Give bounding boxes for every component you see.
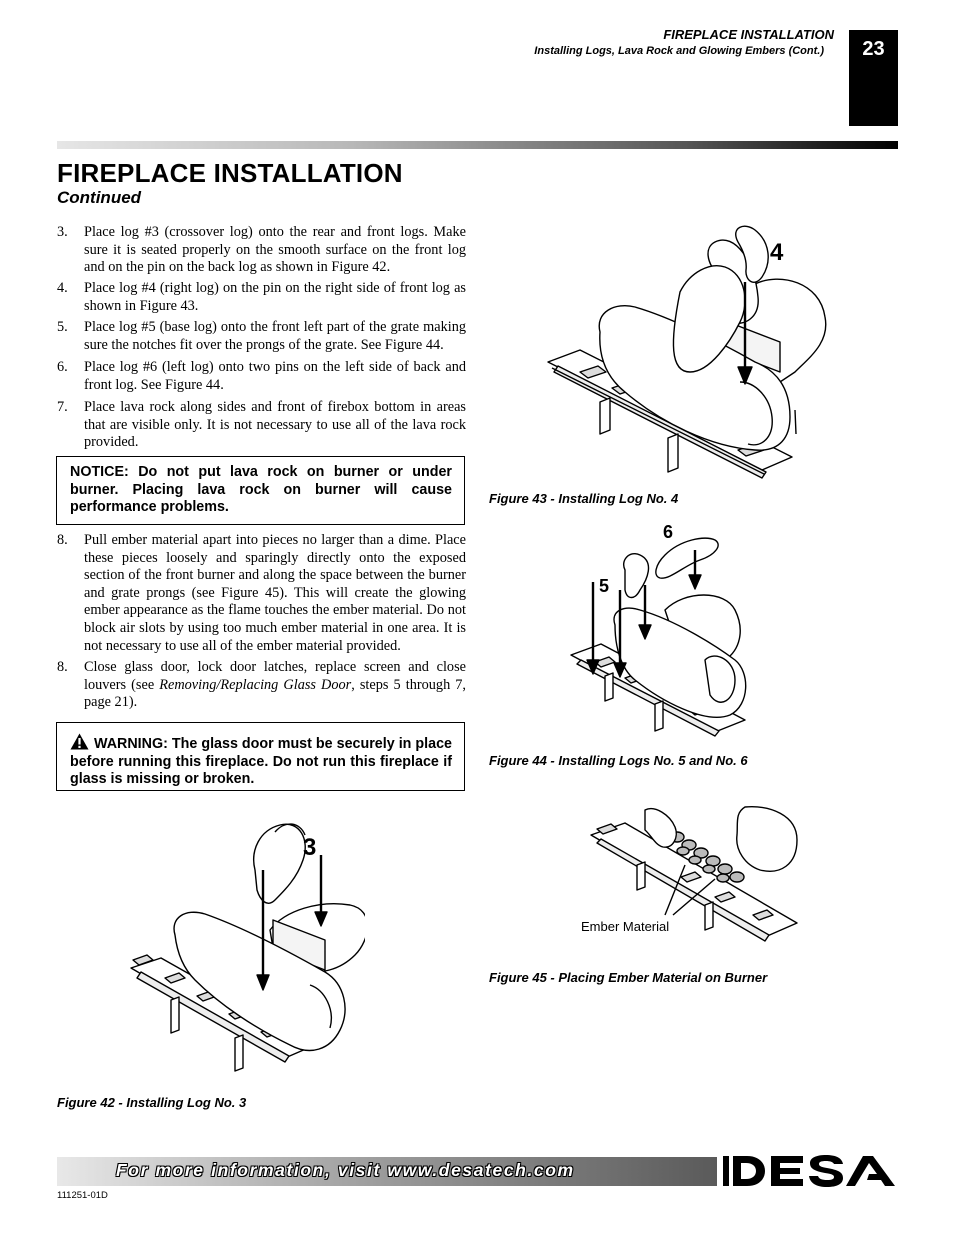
placement-arrows [256, 855, 328, 991]
pointer-lines [664, 864, 716, 916]
step-number: 4. [57, 280, 68, 296]
log-number-4: 4 [770, 239, 784, 266]
step-number: 7. [57, 399, 68, 415]
step-number: 6. [57, 359, 68, 375]
figure-43-illustration: 4 [547, 225, 827, 479]
step-text-reference: Removing/Replacing Glass Door [159, 676, 352, 693]
step-7: 7. Place lava rock along sides and front… [57, 399, 466, 452]
page-subtitle: Continued [57, 188, 142, 207]
header-rule [57, 141, 898, 149]
step-text: Place log #3 (crossover log) onto the re… [84, 224, 466, 276]
warning-icon [70, 733, 89, 750]
step-6: 6. Place log #6 (left log) onto two pins… [57, 359, 466, 394]
step-number: 5. [57, 319, 68, 335]
front-log [598, 305, 797, 451]
step-text: Pull ember material apart into pieces no… [84, 532, 466, 654]
step-3: 3. Place log #3 (crossover log) onto the… [57, 224, 466, 277]
log-number-5: 5 [599, 576, 609, 596]
step-8-embers: 8. Pull ember material apart into pieces… [57, 532, 466, 655]
ember-material-label: Ember Material [581, 919, 670, 934]
header-section-title: FIREPLACE INSTALLATION [663, 27, 834, 42]
step-text-end: , steps 5 through 7, page 21). [84, 676, 466, 711]
figure-42-illustration: 3 [130, 823, 365, 1072]
ember-material [669, 831, 745, 883]
page-title: FIREPLACE INSTALLATION [57, 158, 403, 188]
step-number: 3. [57, 224, 68, 240]
figure-42-caption: Figure 42 - Installing Log No. 3 [57, 1095, 247, 1110]
log-3 [253, 823, 306, 904]
grate [590, 822, 798, 942]
page-number: 23 [849, 30, 898, 126]
placement-arrow [737, 282, 753, 385]
step-number: 8. [57, 659, 68, 675]
header-subsection-title: Installing Logs, Lava Rock and Glowing E… [534, 45, 824, 57]
figure-44-caption: Figure 44 - Installing Logs No. 5 and No… [489, 753, 748, 768]
step-text: Place log #4 (right log) on the pin on t… [84, 280, 466, 314]
log-3-top [735, 225, 769, 283]
figure-43-caption: Figure 43 - Installing Log No. 4 [489, 491, 679, 506]
step-5: 5. Place log #5 (base log) onto the fron… [57, 319, 466, 354]
footer-bar [57, 1157, 717, 1186]
log-number-6: 6 [663, 522, 673, 542]
document-number: 111251-01D [57, 1190, 108, 1201]
step-text: Place log #5 (base log) onto the front l… [84, 319, 466, 353]
step-4: 4. Place log #4 (right log) on the pin o… [57, 280, 466, 315]
figure-45-caption: Figure 45 - Placing Ember Material on Bu… [489, 970, 768, 985]
step-text: Place log #6 (left log) onto two pins on… [84, 359, 466, 393]
desa-logo-icon [723, 1155, 895, 1187]
warning-text: WARNING: The glass door must be securely… [70, 736, 452, 788]
step-text: Place lava rock along sides and front of… [84, 399, 466, 451]
figure-44-illustration: 5 6 [570, 522, 747, 737]
step-number: 8. [57, 532, 68, 548]
step-text: Close glass door, lock door latches, rep… [84, 659, 466, 712]
warning-box: WARNING: The glass door must be securely… [56, 722, 465, 791]
log-number-3: 3 [303, 834, 316, 861]
footer-website-text: For more information, visit www.desatech… [116, 1160, 575, 1180]
step-8-close-door: 8. Close glass door, lock door latches, … [57, 659, 466, 712]
step-text-start: Close glass door, lock door latches, rep… [84, 659, 466, 693]
figure-45-illustration [590, 806, 798, 942]
placement-arrows [586, 550, 702, 678]
hands [644, 806, 798, 872]
notice-box: NOTICE: Do not put lava rock on burner o… [56, 456, 465, 525]
